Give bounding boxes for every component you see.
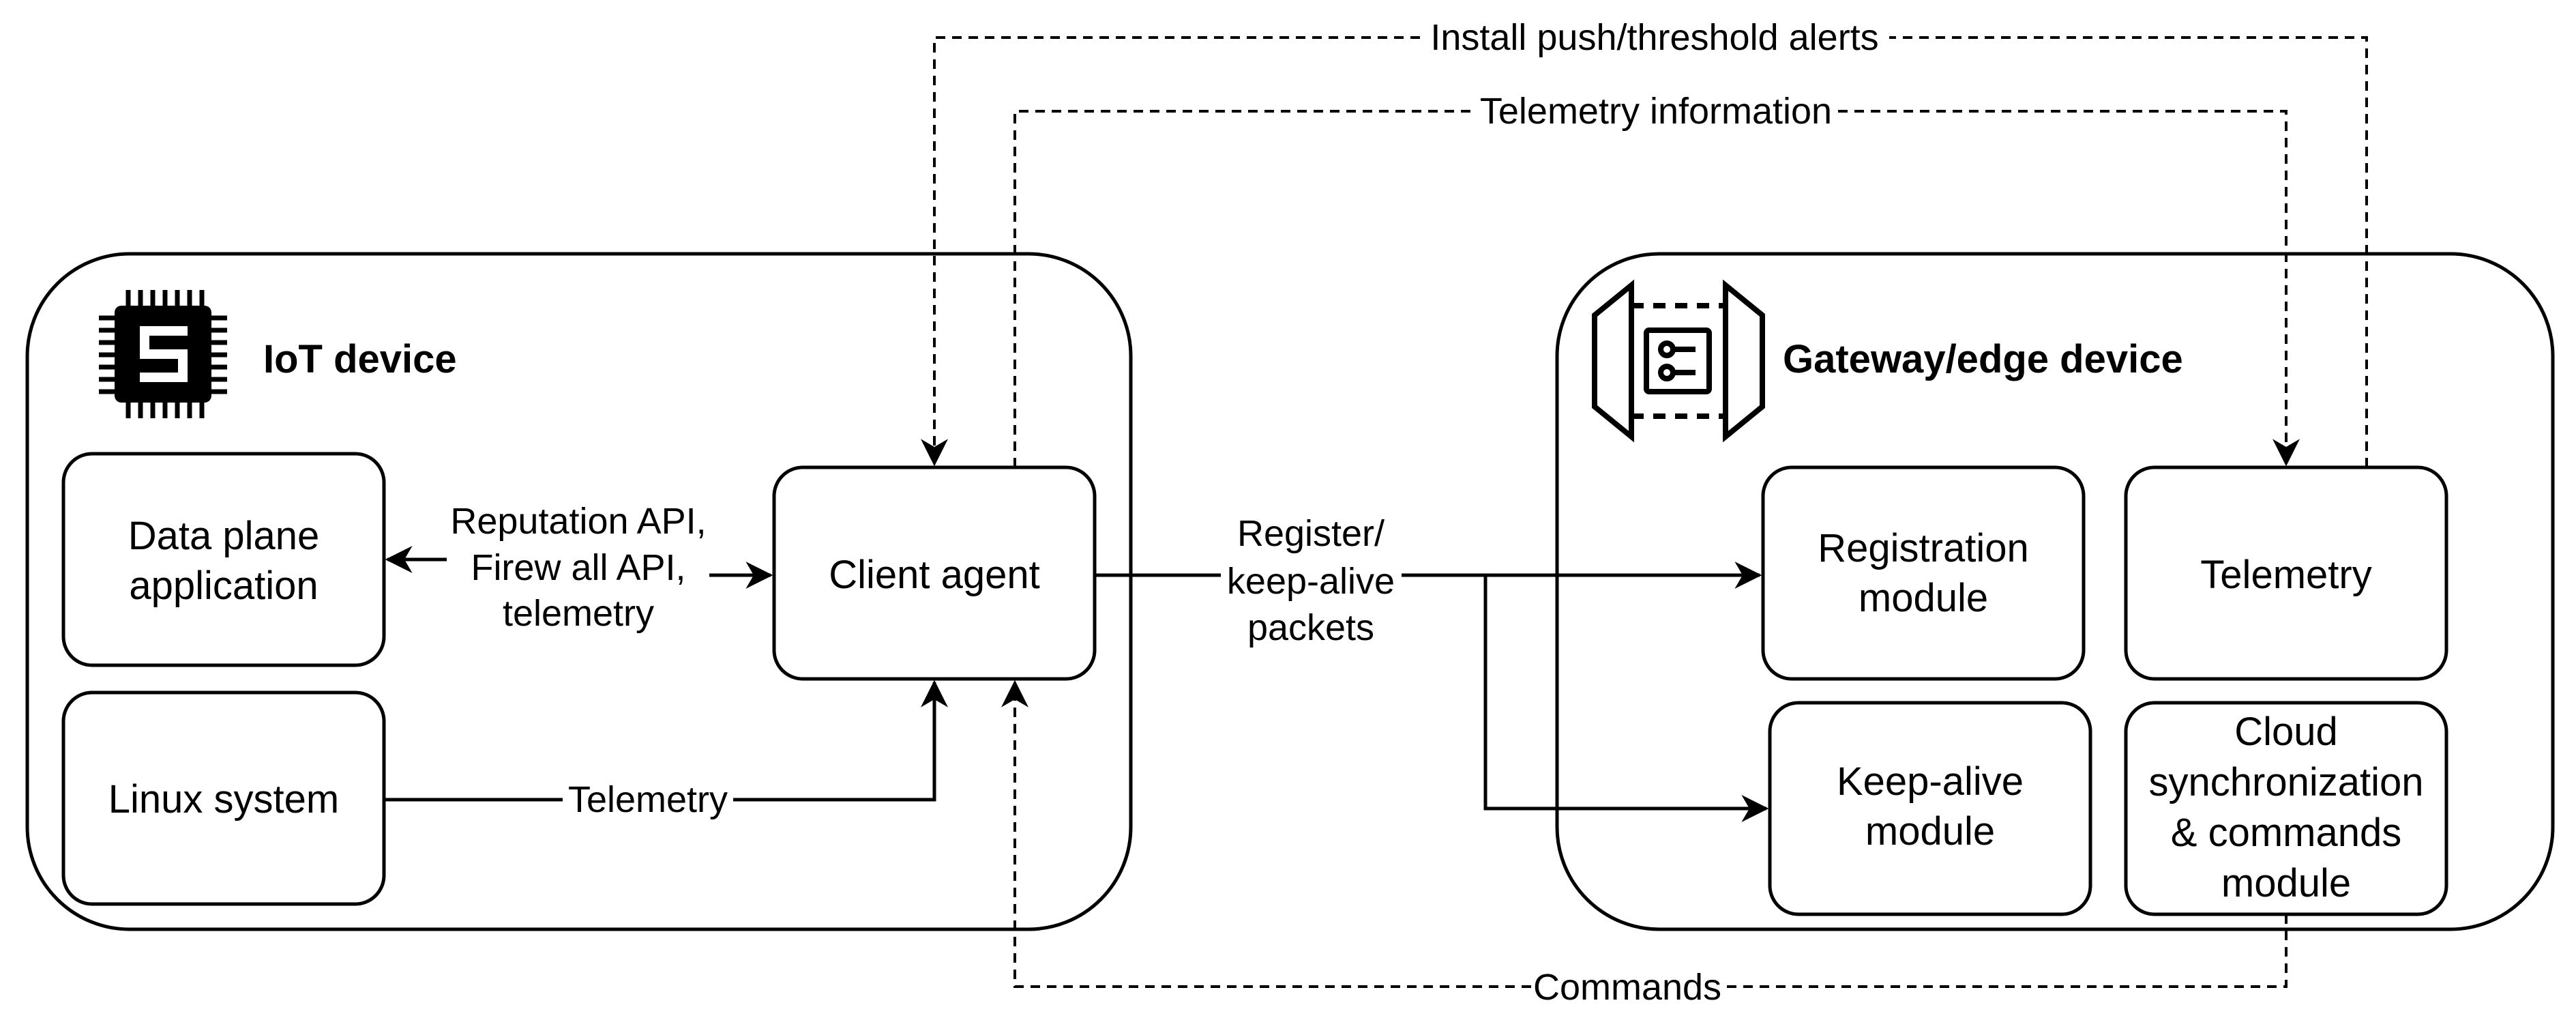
svg-text:telemetry: telemetry (503, 593, 654, 634)
commands-connector (1001, 680, 2288, 988)
svg-text:Firew all API,: Firew all API, (471, 547, 685, 588)
telemetry-box: Telemetry (2124, 465, 2448, 681)
api-label: Reputation API, Firew all API, telemetry (450, 501, 706, 634)
install-alerts-label: Install push/threshold alerts (1430, 17, 1878, 58)
svg-text:packets: packets (1247, 607, 1374, 648)
telemetry-information-connector (1013, 110, 2300, 467)
iot-device-container (25, 252, 1133, 931)
install-alerts-connector (921, 36, 2368, 467)
svg-text:application: application (129, 564, 318, 608)
svg-text:Cloud: Cloud (2234, 710, 2338, 754)
svg-text:Register/: Register/ (1237, 513, 1385, 554)
linux-telemetry-connector (384, 680, 948, 802)
api-connector (385, 546, 773, 589)
svg-text:Client agent: Client agent (829, 553, 1040, 597)
svg-text:module: module (1859, 576, 1988, 620)
svg-text:& commands: & commands (2171, 811, 2401, 855)
commands-label: Commands (1533, 967, 1721, 1008)
cloud-sync-commands-module-box: Cloud synchronization & commands module (2124, 701, 2448, 916)
svg-text:Telemetry: Telemetry (2200, 553, 2371, 597)
linux-system-box: Linux system (61, 690, 386, 906)
svg-text:Data plane: Data plane (128, 514, 320, 558)
gateway-device-container (1555, 252, 2555, 931)
linux-telemetry-label: Telemetry (568, 779, 728, 820)
svg-text:Registration: Registration (1818, 526, 2028, 570)
gateway-icon (1592, 279, 1765, 443)
svg-text:Keep-alive: Keep-alive (1837, 759, 2024, 804)
svg-text:keep-alive: keep-alive (1227, 561, 1395, 602)
telemetry-information-label: Telemetry information (1480, 91, 1832, 132)
registration-module-box: Registration module (1761, 465, 2086, 681)
register-connector (1095, 562, 1769, 822)
svg-text:Reputation API,: Reputation API, (450, 501, 706, 542)
gateway-device-title: Gateway/edge device (1783, 337, 2183, 381)
data-plane-application-box: Data plane application (61, 452, 386, 667)
keep-alive-module-box: Keep-alive module (1768, 701, 2092, 916)
svg-text:Linux system: Linux system (108, 777, 339, 821)
svg-text:module: module (2221, 861, 2351, 905)
client-agent-box: Client agent (772, 465, 1097, 681)
svg-text:module: module (1865, 809, 1995, 854)
chip-icon (99, 290, 227, 418)
svg-text:synchronization: synchronization (2149, 760, 2424, 804)
iot-device-title: IoT device (263, 337, 457, 381)
register-label: Register/ keep-alive packets (1227, 513, 1395, 648)
